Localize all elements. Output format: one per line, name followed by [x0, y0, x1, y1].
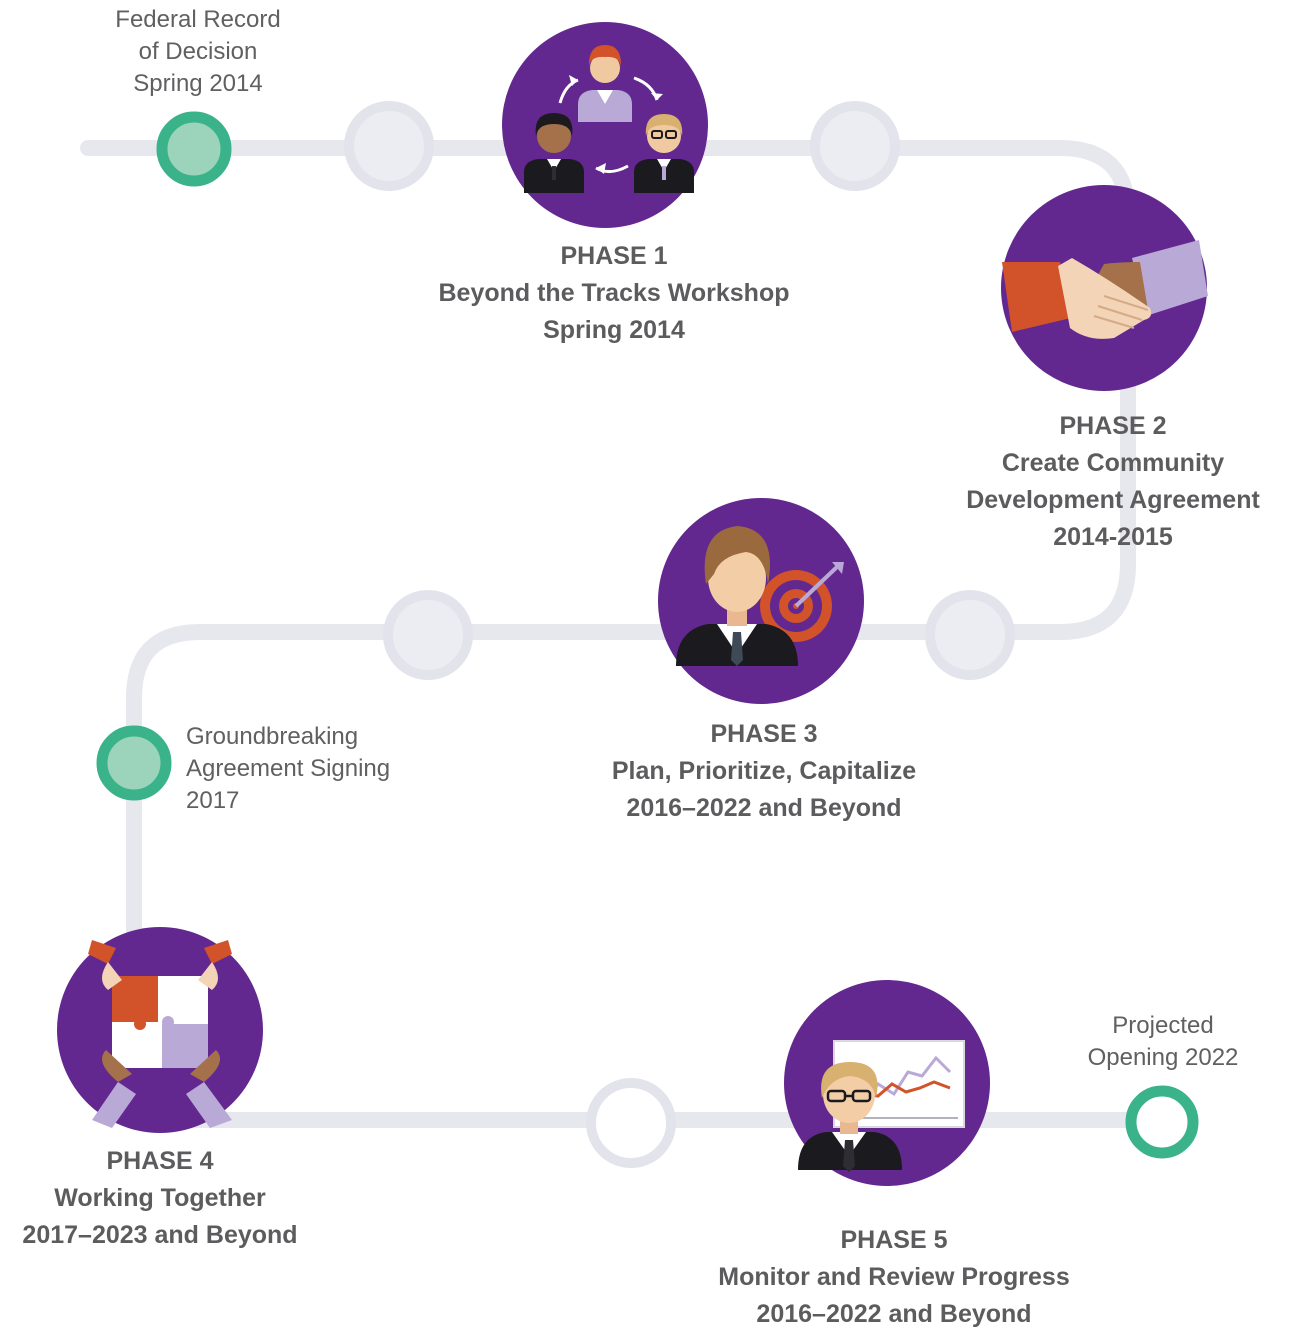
path-node [383, 590, 473, 680]
phase-title: Monitor and Review Progress [718, 1263, 1070, 1291]
handshake-icon [1002, 240, 1208, 339]
phase-2-label: PHASE 2 Create Community Development Agr… [940, 408, 1286, 556]
path-node [925, 590, 1015, 680]
phase-3-label: PHASE 3 Plan, Prioritize, Capitalize 201… [570, 716, 958, 827]
phase-dates: 2016–2022 and Beyond [756, 1300, 1032, 1328]
phase-2-circle [1001, 185, 1208, 391]
phase-title: Working Together [54, 1184, 266, 1212]
phase-dates: Spring 2014 [543, 316, 685, 344]
milestone-text: of Decision [138, 38, 258, 65]
phase-number: PHASE 3 [710, 720, 818, 748]
phase-1-circle [502, 22, 708, 228]
phase-4-circle [57, 927, 263, 1133]
phase-title: Beyond the Tracks Workshop [438, 279, 790, 307]
target-person-icon [676, 526, 844, 666]
phase-dates: 2017–2023 and Beyond [22, 1221, 298, 1249]
milestone-text: 2017 [186, 787, 240, 814]
phase-number: PHASE 1 [560, 242, 668, 270]
milestone-label-record-of-decision: Federal Record of Decision Spring 2014 [78, 4, 318, 100]
phase-1-label: PHASE 1 Beyond the Tracks Workshop Sprin… [412, 238, 816, 349]
milestone-text: Opening 2022 [1087, 1044, 1239, 1071]
milestone-marker-projected-opening [1125, 1085, 1199, 1159]
phase-number: PHASE 2 [1059, 412, 1167, 440]
presentation-chart-icon [798, 1040, 965, 1172]
phase-4-label: PHASE 4 Working Together 2017–2023 and B… [4, 1143, 316, 1254]
phase-number: PHASE 5 [840, 1226, 948, 1254]
milestone-label-groundbreaking: Groundbreaking Agreement Signing 2017 [186, 721, 426, 817]
milestone-text: Federal Record [115, 6, 281, 33]
milestone-text: Projected [1112, 1012, 1214, 1039]
milestone-marker-record-of-decision [156, 111, 232, 187]
phase-title: Create Community [1001, 449, 1225, 477]
phase-title: Plan, Prioritize, Capitalize [611, 757, 917, 785]
phase-5-circle [784, 980, 990, 1186]
path-node [344, 101, 434, 191]
milestone-text: Groundbreaking [186, 723, 359, 750]
team-cycle-icon [524, 45, 694, 193]
milestone-label-projected-opening: Projected Opening 2022 [1058, 1010, 1268, 1074]
path-node [586, 1078, 676, 1168]
phase-dates: 2016–2022 and Beyond [626, 794, 902, 822]
phase-number: PHASE 4 [106, 1147, 214, 1175]
puzzle-hands-icon [88, 940, 232, 1128]
phase-dates: 2014-2015 [1053, 523, 1173, 551]
path-node [810, 101, 900, 191]
phase-5-label: PHASE 5 Monitor and Review Progress 2016… [696, 1222, 1092, 1333]
milestone-text: Agreement Signing [186, 755, 391, 782]
phase-title: Development Agreement [966, 486, 1260, 514]
phase-3-circle [658, 498, 864, 704]
milestone-text: Spring 2014 [133, 70, 263, 97]
milestone-marker-groundbreaking [96, 725, 172, 801]
